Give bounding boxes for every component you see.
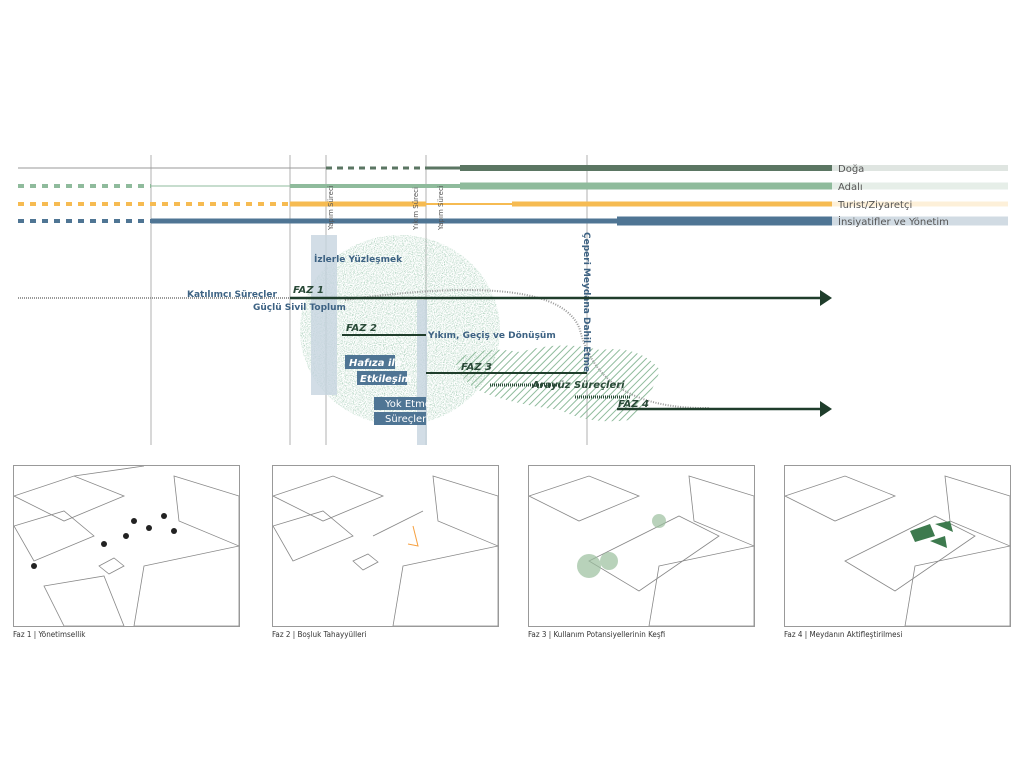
- dotted-curve: [344, 289, 711, 410]
- isometric-sketch: [14, 466, 239, 626]
- label-faz4: FAZ 4: [618, 399, 649, 410]
- caption-faz4: Faz 4 | Meydanın Aktifleştirilmesi: [784, 630, 903, 639]
- label-faz2: FAZ 2: [346, 323, 377, 334]
- label-yapim-sureci-1: Yapım Süreci: [327, 185, 335, 231]
- arrowhead-icon: [820, 401, 832, 417]
- legend-turist: Turist/Ziyaretçi: [837, 200, 912, 211]
- isometric-sketch: [785, 475, 1010, 626]
- label-yok-etme-2: Süreçleri: [385, 414, 429, 425]
- panel-faz1: [13, 465, 240, 627]
- label-hafiza-2: Etkileşim: [360, 374, 412, 385]
- label-katilimci: Katılımcı Süreçler: [187, 290, 277, 300]
- label-yikim-gecis: Yıkım, Geçiş ve Dönüşüm: [427, 331, 556, 341]
- arrowhead-icon: [820, 290, 832, 306]
- phase-timeline-diagram: Doğa Adalı Turist/Ziyaretçi İnsiyatifler…: [18, 155, 1008, 445]
- panel-faz2: [272, 465, 499, 627]
- blue-column: [311, 235, 337, 395]
- label-hafiza-1: Hafıza ile: [349, 358, 402, 369]
- hatched-area: [455, 345, 660, 422]
- label-ceperi: Çeperi Meydana Dahil Etme: [581, 232, 591, 372]
- label-faz1: FAZ 1: [293, 285, 324, 296]
- panel-faz3: [528, 465, 755, 627]
- label-guclu: Güçlü Sivil Toplum: [253, 303, 346, 313]
- panel-faz4: [784, 465, 1011, 627]
- caption-faz1: Faz 1 | Yönetimsellik: [13, 630, 86, 639]
- legend-insiyatifler: İnsiyatifler ve Yönetim: [838, 215, 949, 228]
- caption-faz2: Faz 2 | Boşluk Tahayyülleri: [272, 630, 367, 639]
- label-yapim-sureci-2: Yapım Süreci: [437, 185, 445, 231]
- isometric-sketch: [529, 475, 754, 626]
- label-arayuz: Arayüz Süreçleri: [531, 380, 625, 391]
- label-yok-etme-1: Yok Etme: [384, 399, 431, 410]
- legend-doga: Doğa: [838, 163, 864, 175]
- label-yikim-sureci: Yıkım Süreci: [412, 187, 420, 231]
- isometric-sketch: [273, 475, 498, 626]
- legend-adali: Adalı: [838, 182, 863, 193]
- caption-faz3: Faz 3 | Kullanım Potansiyellerinin Keşfi: [528, 630, 666, 639]
- label-izlerle: İzlerle Yüzleşmek: [314, 254, 403, 265]
- blue-column: [417, 300, 427, 445]
- label-faz3: FAZ 3: [461, 362, 492, 373]
- speckle-cloud: [300, 235, 500, 425]
